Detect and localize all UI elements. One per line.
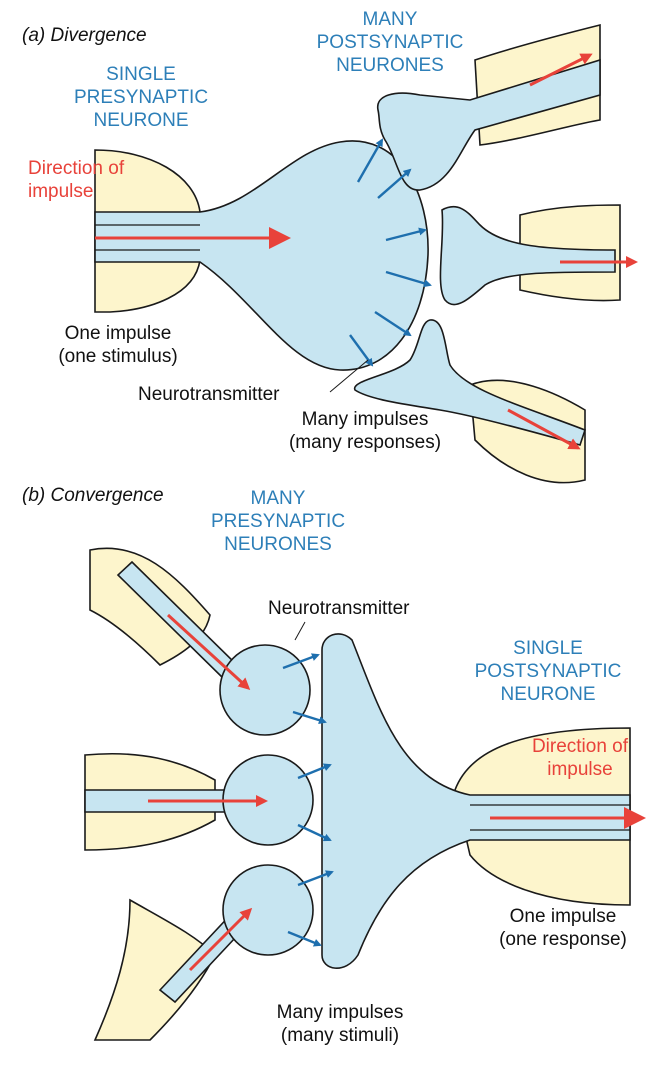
- direction-of-impulse-label: Direction of impulse: [28, 157, 124, 203]
- divergence-title: (a) Divergence: [22, 24, 147, 47]
- neurotransmitter-leader-line: [295, 622, 305, 640]
- presynaptic-terminal-bottom: [223, 865, 313, 955]
- single-postsynaptic-label: SINGLE POSTSYNAPTIC NEURONE: [458, 637, 638, 706]
- presynaptic-terminal-top: [220, 645, 310, 735]
- many-impulses-label: Many impulses (many responses): [270, 408, 460, 454]
- convergence-panel: [85, 548, 640, 1040]
- many-postsynaptic-label: MANY POSTSYNAPTIC NEURONES: [300, 8, 480, 77]
- neurotransmitter-label: Neurotransmitter: [268, 597, 410, 620]
- one-impulse-label: One impulse (one stimulus): [28, 322, 208, 368]
- one-impulse-label: One impulse (one response): [478, 905, 648, 951]
- single-presynaptic-label: SINGLE PRESYNAPTIC NEURONE: [66, 63, 216, 132]
- many-impulses-label: Many impulses (many stimuli): [250, 1001, 430, 1047]
- many-presynaptic-label: MANY PRESYNAPTIC NEURONES: [198, 487, 358, 556]
- direction-of-impulse-label: Direction of impulse: [520, 735, 640, 781]
- convergence-title: (b) Convergence: [22, 484, 164, 507]
- neurotransmitter-label: Neurotransmitter: [138, 383, 280, 406]
